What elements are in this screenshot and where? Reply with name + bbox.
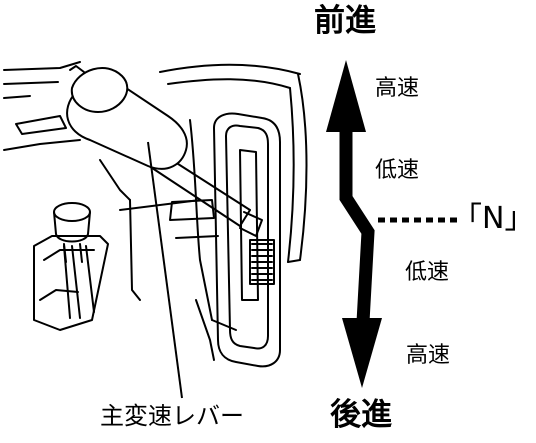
forward-high-speed-label: 高速 (375, 76, 420, 101)
reverse-low-speed-label: 低速 (405, 260, 450, 285)
tractor-cab-drawing (3, 61, 308, 368)
reverse-high-speed-label: 高速 (406, 343, 451, 368)
reverse-label: 後進 (330, 397, 392, 433)
forward-low-speed-label: 低速 (375, 158, 420, 183)
reverse-arrowhead (342, 318, 382, 388)
direction-arrow (326, 60, 382, 388)
forward-arrowhead (326, 60, 366, 132)
forward-label: 前進 (314, 3, 376, 39)
shift-path-line (339, 128, 375, 323)
neutral-label: 「N」 (452, 201, 535, 236)
main-shift-lever-label: 主変速レバー (100, 402, 244, 430)
lever-leader-line (147, 141, 183, 399)
